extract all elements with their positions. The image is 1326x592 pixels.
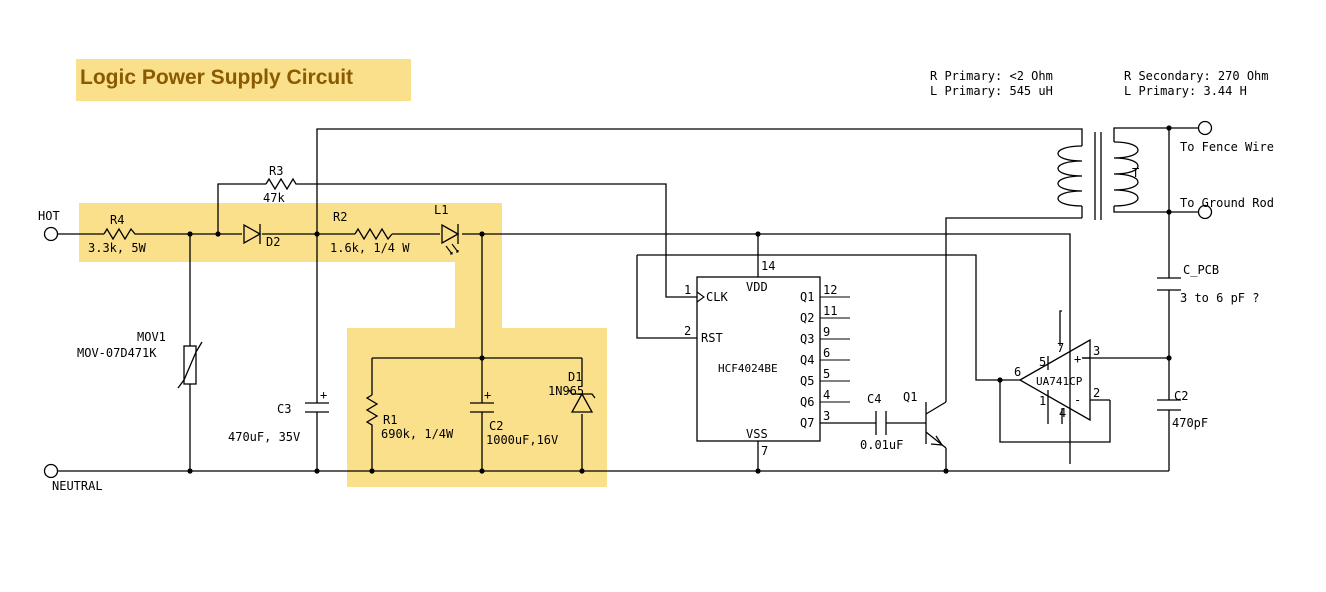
d1-value: 1N965 (548, 384, 584, 398)
r3-ref: R3 (269, 164, 283, 178)
pin-clk: 1 (684, 283, 691, 297)
transformer-t: T (1057, 132, 1139, 220)
r3-value: 47k (263, 191, 285, 205)
out-q6: Q6 (800, 395, 814, 409)
c2b-ref: C2 (1174, 389, 1188, 403)
c2a-value: 1000uF,16V (486, 433, 558, 447)
out-q3: Q3 (800, 332, 814, 346)
varistor-mov1: MOV1 MOV-07D471K (77, 330, 203, 389)
label-neutral: NEUTRAL (52, 479, 103, 493)
highlight-area (79, 203, 607, 487)
ic-rst: RST (701, 331, 723, 345)
pin-vdd: 14 (761, 259, 775, 273)
pin-q3: 9 (823, 325, 830, 339)
terminal-hot: HOT (38, 209, 60, 242)
pin-q5: 5 (823, 367, 830, 381)
pin-null1: 5 (1039, 355, 1046, 369)
pin-inminus: 2 (1093, 386, 1100, 400)
capacitor-c4: C4 0.01uF (860, 392, 903, 452)
mov1-value: MOV-07D471K (77, 346, 157, 360)
r4-value: 3.3k, 5W (88, 241, 147, 255)
resistor-r3: R3 47k (263, 164, 298, 205)
highlight-logic-supply (76, 59, 607, 487)
q1-ref: Q1 (903, 390, 917, 404)
c2a-ref: C2 (489, 419, 503, 433)
ic-part: HCF4024BE (718, 362, 778, 375)
pin-q1: 12 (823, 283, 837, 297)
c4-ref: C4 (867, 392, 881, 406)
out-q7: Q7 (800, 416, 814, 430)
transformer-specs: R Primary: <2 Ohm L Primary: 545 uH R Se… (930, 69, 1269, 98)
pin-rst: 2 (684, 324, 691, 338)
pin-q6: 4 (823, 388, 830, 402)
ic-hcf4024be: HCF4024BE VDD VSS CLK RST 1 2 14 7 Q1 Q2… (684, 259, 837, 458)
cpcb-value: 3 to 6 pF ? (1180, 291, 1259, 305)
capacitor-c-pcb: C_PCB 3 to 6 pF ? (1157, 263, 1259, 305)
pin-null2: 1 (1039, 394, 1046, 408)
pin-q2: 11 (823, 304, 837, 318)
out-q1: Q1 (800, 290, 814, 304)
r4-ref: R4 (110, 213, 124, 227)
diode-d2: D2 (243, 223, 280, 249)
c3-ref: C3 (277, 402, 291, 416)
terminal-fence: To Fence Wire (1180, 120, 1274, 154)
r1-ref: R1 (383, 413, 397, 427)
terminal-ground: To Ground Rod (1180, 196, 1274, 220)
label-fence: To Fence Wire (1180, 140, 1274, 154)
ic-vss: VSS (746, 427, 768, 441)
junctions (187, 125, 1172, 474)
pin-vss: 7 (761, 444, 768, 458)
out-q5: Q5 (800, 374, 814, 388)
capacitor-c2-electrolytic: + C2 1000uF,16V (470, 388, 558, 447)
ic-vdd: VDD (746, 280, 768, 294)
capacitor-c3: + C3 470uF, 35V (228, 388, 329, 444)
spec-secondary-l: L Primary: 3.44 H (1124, 84, 1247, 98)
c2b-value: 470pF (1172, 416, 1208, 430)
pin-q7: 3 (823, 409, 830, 423)
d2-ref: D2 (266, 235, 280, 249)
label-ground: To Ground Rod (1180, 196, 1274, 210)
opamp-part: UA741CP (1036, 375, 1083, 388)
opamp-plus: + (1074, 352, 1081, 366)
wires (58, 127, 1198, 472)
t-ref: T (1132, 166, 1139, 180)
pin-inplus: 3 (1093, 344, 1100, 358)
r2-value: 1.6k, 1/4 W (330, 241, 410, 255)
title-background (76, 59, 411, 101)
d1-ref: D1 (568, 370, 582, 384)
spec-primary-r: R Primary: <2 Ohm (930, 69, 1053, 83)
l1-ref: L1 (434, 203, 448, 217)
out-q2: Q2 (800, 311, 814, 325)
resistor-r1: R1 690k, 1/4W (365, 394, 454, 441)
ic-clk: CLK (706, 290, 728, 304)
pin-out: 6 (1014, 365, 1021, 379)
r1-value: 690k, 1/4W (381, 427, 454, 441)
terminal-neutral: NEUTRAL (43, 463, 103, 493)
spec-primary-l: L Primary: 545 uH (930, 84, 1053, 98)
zener-diode-d1: D1 1N965 (548, 370, 596, 413)
cpcb-ref: C_PCB (1183, 263, 1219, 277)
opamp-ua741cp: UA741CP + - 6 7 3 2 4 5 1 (1014, 338, 1110, 422)
c4-value: 0.01uF (860, 438, 903, 452)
spec-secondary-r: R Secondary: 270 Ohm (1124, 69, 1269, 83)
transistor-q1: Q1 (903, 390, 947, 449)
c3-plus: + (320, 388, 327, 402)
c3-value: 470uF, 35V (228, 430, 300, 444)
label-hot: HOT (38, 209, 60, 223)
diagram-title: Logic Power Supply Circuit (80, 66, 353, 89)
pin-q4: 6 (823, 346, 830, 360)
mov1-ref: MOV1 (137, 330, 166, 344)
pin-vminus: 4 (1059, 406, 1066, 420)
led-l1: L1 (434, 203, 460, 255)
r2-ref: R2 (333, 210, 347, 224)
capacitor-c2-470pf: C2 470pF (1157, 389, 1208, 430)
pin-vplus: 7 (1057, 341, 1064, 355)
resistor-r2: R2 1.6k, 1/4 W (330, 210, 410, 255)
resistor-r4: R4 3.3k, 5W (88, 213, 147, 255)
opamp-minus: - (1074, 393, 1081, 407)
c2a-plus: + (484, 388, 491, 402)
out-q4: Q4 (800, 353, 814, 367)
